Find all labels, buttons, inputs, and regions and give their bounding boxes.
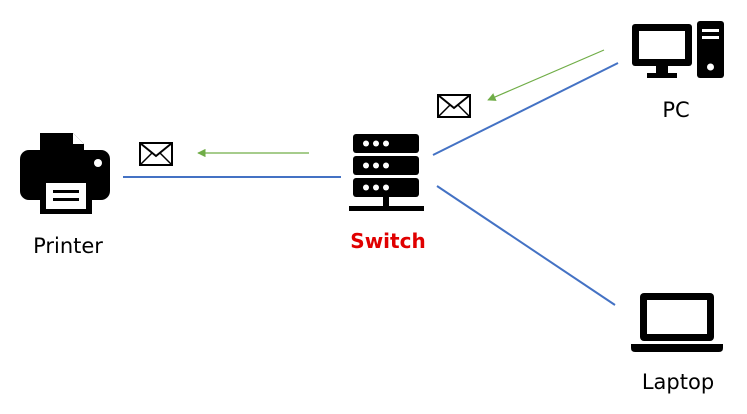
switch-label: Switch (350, 229, 425, 253)
laptop-icon (631, 293, 723, 352)
desktop-computer-icon (632, 21, 724, 78)
laptop-label: Laptop (642, 370, 714, 394)
envelope-icon (437, 94, 471, 118)
link-switch-laptop (436, 185, 616, 306)
envelope-icon (139, 142, 173, 166)
printer-label: Printer (33, 234, 103, 258)
printer-icon (20, 133, 110, 214)
traffic-arrow-pc-to-switch (487, 49, 605, 101)
server-switch-icon (349, 134, 424, 211)
pc-label: PC (662, 98, 689, 122)
link-switch-pc (432, 62, 619, 156)
